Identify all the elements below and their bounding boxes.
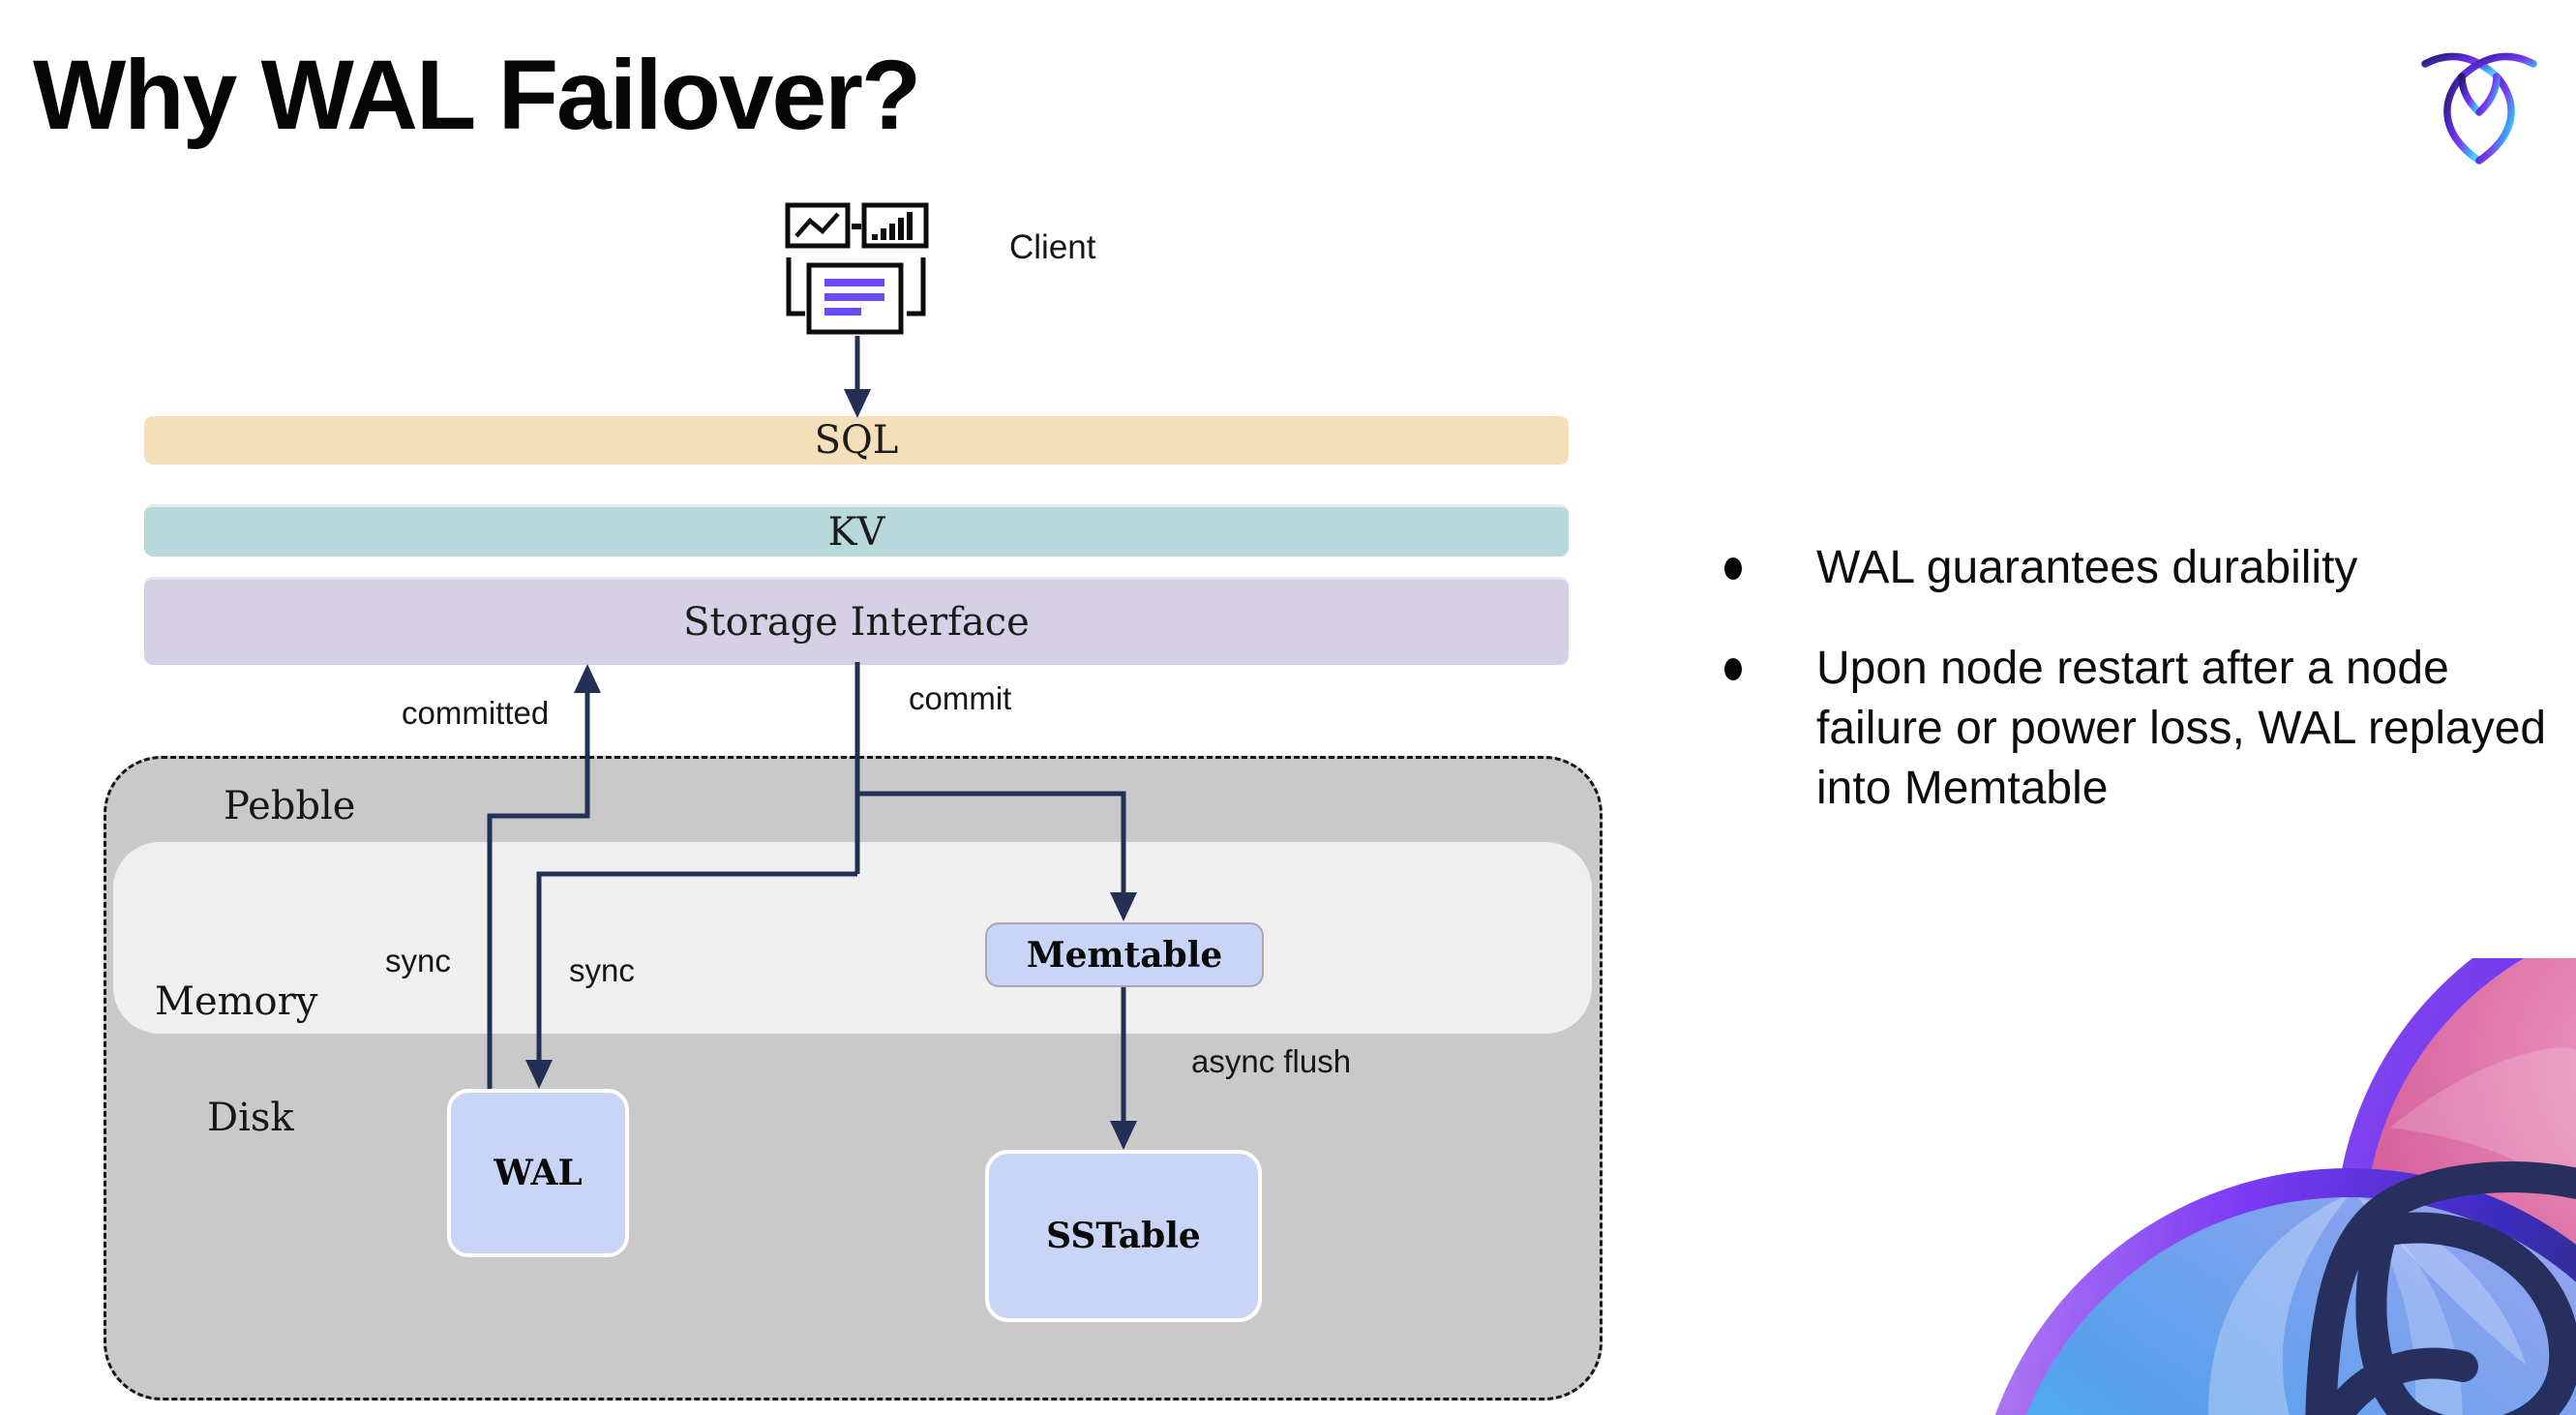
sync-left-edge-label: sync (385, 943, 451, 978)
wal-node-label: WAL (494, 1153, 583, 1193)
brand-corner-art (1984, 958, 2576, 1415)
layer-storage-interface: Storage Interface (144, 577, 1569, 665)
layer-kv-label: KV (827, 509, 885, 555)
sstable-node: SSTable (985, 1150, 1262, 1322)
wal-node: WAL (447, 1089, 629, 1257)
list-item: Upon node restart after a node failure o… (1713, 639, 2564, 819)
memory-band (113, 842, 1592, 1034)
disk-label: Disk (207, 1096, 294, 1140)
layer-storage-interface-label: Storage Interface (683, 600, 1030, 645)
client-icon (780, 197, 931, 339)
page-title: Why WAL Failover? (33, 40, 921, 150)
sstable-node-label: SSTable (1046, 1216, 1201, 1256)
bullet-dot-icon (1724, 658, 1742, 680)
bullet-text: WAL guarantees durability (1816, 542, 2358, 593)
bullet-dot-icon (1724, 557, 1742, 580)
list-item: WAL guarantees durability (1713, 538, 2564, 598)
memtable-node: Memtable (985, 922, 1264, 987)
async-flush-edge-label: async flush (1191, 1043, 1352, 1079)
pebble-label: Pebble (224, 784, 356, 828)
sync-right-edge-label: sync (569, 952, 635, 988)
client-label: Client (1009, 228, 1096, 266)
memtable-node-label: Memtable (1026, 934, 1223, 976)
committed-edge-label: committed (402, 695, 550, 731)
bullet-list: WAL guarantees durability Upon node rest… (1713, 538, 2564, 819)
commit-edge-label: commit (909, 680, 1012, 716)
memory-label: Memory (155, 979, 318, 1024)
cockroachdb-logo-icon (2410, 41, 2549, 168)
bullet-text: Upon node restart after a node failure o… (1816, 643, 2547, 814)
layer-sql-label: SQL (814, 418, 899, 463)
layer-sql: SQL (144, 416, 1569, 465)
layer-kv: KV (144, 504, 1569, 557)
